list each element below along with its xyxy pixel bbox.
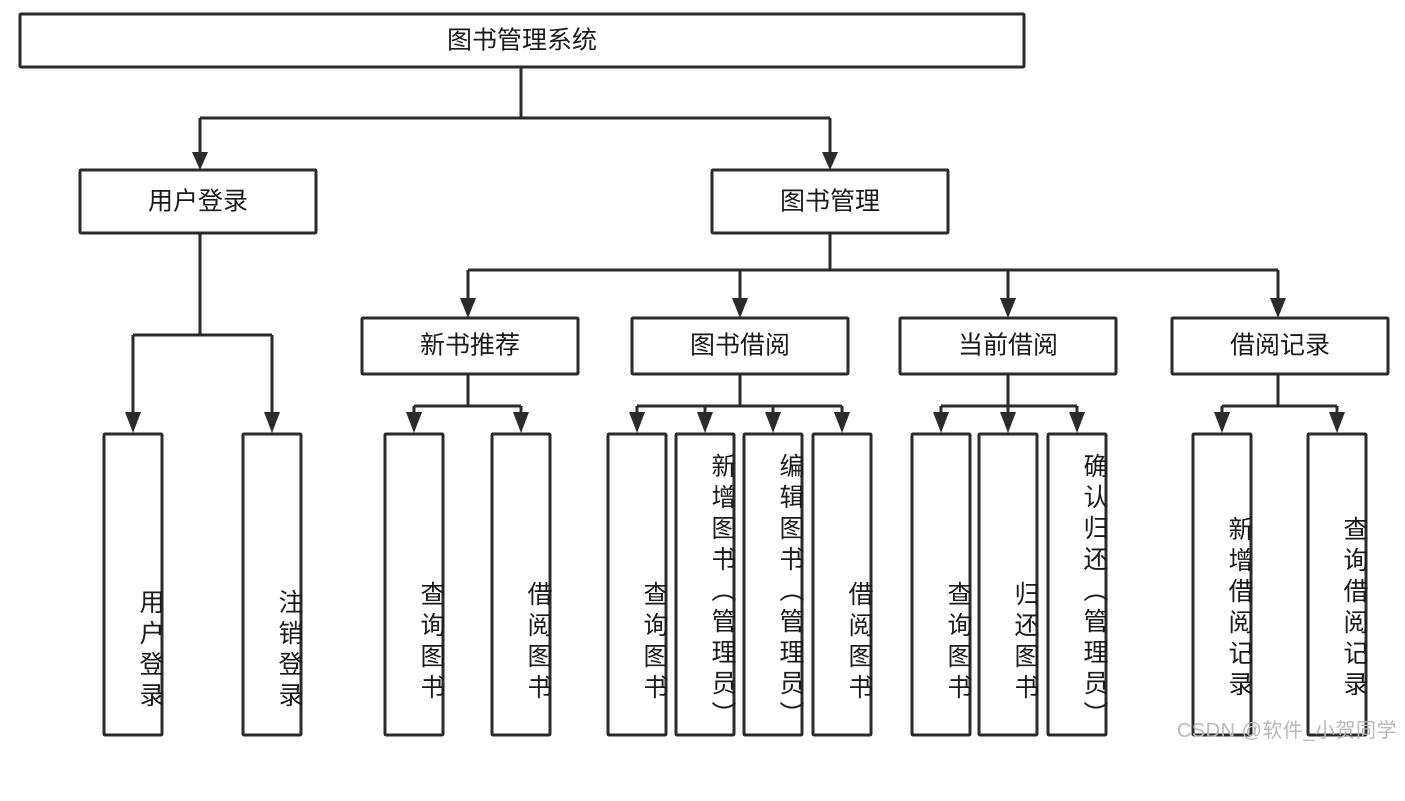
arrow-head-current-borrow	[1000, 298, 1016, 318]
connector-group-book-manage	[460, 233, 1286, 318]
arrow-head-bb-leaf-1	[629, 412, 645, 433]
leaf-box-cb-confirm-return[interactable]	[1046, 432, 1108, 737]
arrow-head-nbr-leaf-1	[406, 412, 422, 433]
leaf-box-nbr-borrow-book[interactable]	[490, 432, 552, 737]
arrow-head-bb-leaf-3	[765, 412, 781, 433]
node-user-login[interactable]	[78, 168, 318, 235]
arrow-head-cb-leaf-2	[1000, 412, 1016, 433]
arrow-head-br-leaf-2	[1329, 412, 1345, 433]
leaf-box-bb-borrow-book[interactable]	[811, 432, 873, 737]
leaf-box-logout-login[interactable]	[241, 432, 303, 737]
connector-group-user-login	[125, 233, 280, 433]
arrow-head-cb-leaf-3	[1069, 412, 1085, 433]
node-book-manage-label: 图书管理	[780, 188, 880, 216]
tree-diagram-svg: 图书管理系统 用户登录 图书管理 新书推荐 图书借阅 当前借阅 借阅记录	[18, 12, 1390, 737]
node-root-system-label: 图书管理系统	[447, 27, 597, 55]
leaf-box-bb-edit-book[interactable]	[742, 432, 804, 737]
arrow-head-nbr-leaf-2	[513, 412, 529, 433]
arrow-head-book-manage	[822, 152, 838, 170]
node-book-borrow[interactable]	[630, 316, 850, 376]
node-root-system[interactable]	[18, 12, 1026, 69]
node-current-borrow[interactable]	[898, 316, 1118, 376]
arrow-head-leaf-user-login	[125, 412, 141, 433]
node-current-borrow-label: 当前借阅	[958, 332, 1058, 360]
connector-group-root	[192, 67, 838, 170]
leaf-box-cb-return-book[interactable]	[977, 432, 1039, 737]
leaf-box-br-add-record[interactable]	[1191, 432, 1253, 737]
node-new-book-recommend-label: 新书推荐	[420, 332, 520, 360]
leaf-box-bb-query-book[interactable]	[606, 432, 668, 737]
arrow-head-new-book-recommend	[460, 298, 476, 318]
node-user-login-label: 用户登录	[148, 188, 248, 216]
arrow-head-book-borrow	[732, 298, 748, 318]
connector-group-current-borrow	[933, 374, 1085, 433]
node-new-book-recommend[interactable]	[360, 316, 580, 376]
leaf-box-bb-add-book[interactable]	[674, 432, 736, 737]
arrow-head-user-login	[192, 152, 208, 170]
arrow-head-br-leaf-1	[1214, 412, 1230, 433]
node-book-borrow-label: 图书借阅	[690, 332, 790, 360]
connector-group-new-book-recommend	[406, 374, 529, 433]
watermark-text: CSDN @软件_小贺同学	[1176, 720, 1397, 742]
arrow-head-bb-leaf-2	[697, 412, 713, 433]
leaf-box-br-query-record[interactable]	[1306, 432, 1368, 737]
diagram-canvas: 图书管理系统 用户登录 图书管理 新书推荐 图书借阅 当前借阅 借阅记录 用户登…	[18, 12, 1397, 742]
arrow-head-bb-leaf-4	[834, 412, 850, 433]
leaf-box-nbr-query-book[interactable]	[383, 432, 445, 737]
node-book-manage[interactable]	[710, 168, 950, 235]
leaf-box-cb-query-book[interactable]	[910, 432, 972, 737]
leaf-box-user-login[interactable]	[102, 432, 164, 737]
connector-group-book-borrow	[629, 374, 850, 433]
node-borrow-record-label: 借阅记录	[1230, 332, 1330, 360]
arrow-head-leaf-logout	[264, 412, 280, 433]
connector-group-borrow-record	[1214, 374, 1345, 433]
node-borrow-record[interactable]	[1170, 316, 1390, 376]
arrow-head-borrow-record	[1270, 298, 1286, 318]
arrow-head-cb-leaf-1	[933, 412, 949, 433]
